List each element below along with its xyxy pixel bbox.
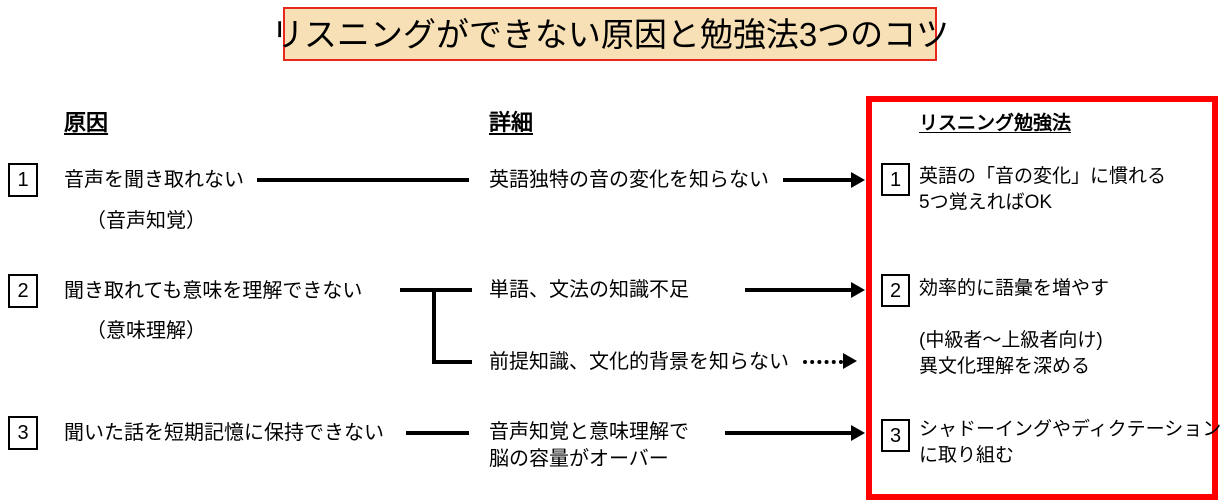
connector-bracket-top [400,288,436,292]
cause-text-3: 聞いた話を短期記憶に保持できない [64,422,384,444]
column-header-method: リスニング勉強法 [919,113,1072,134]
method-number-2: 2 [881,274,910,307]
connector-bracket-bottom [432,360,472,364]
method-line-2-1: 効率的に語彙を増やす [919,278,1110,299]
connector-bracket-top-right [436,288,472,292]
title-banner: リスニングができない原因と勉強法3つのコツ [271,7,949,61]
method-line-3-1: シャドーイングやディクテーション [919,419,1220,440]
cause-number-1: 1 [8,163,38,197]
cause-text-2: 聞き取れても意味を理解できない [64,280,363,302]
detail-text-2-2: 前提知識、文化的背景を知らない [489,351,789,373]
cause-text-1: 音声を聞き取れない [64,169,244,191]
method-line-1-2: 5つ覚えればOK [919,192,1053,213]
connector-bracket-vertical [432,288,436,364]
detail-text-3-1: 音声知覚と意味理解で [489,421,689,443]
arrow-head-detail3-method3 [851,425,865,441]
detail-text-2-1: 単語、文法の知識不足 [489,279,689,301]
arrow-line-detail1-method1 [783,178,851,182]
method-number-1: 1 [881,163,910,196]
method-line-1-1: 英語の「音の変化」に慣れる [919,166,1167,187]
arrow-head-detail1-method1 [851,172,865,188]
method-line-2-4: 異文化理解を深める [919,356,1091,377]
method-line-2-3: (中級者～上級者向け) [919,330,1103,351]
arrow-dotted-line-detail3-panel [803,360,843,364]
connector-line-cause1-detail1 [257,178,469,182]
cause-subtext-1: （音声知覚） [86,210,206,232]
connector-line-cause3-detail3b [406,431,469,435]
method-number-3: 3 [881,419,910,452]
detail-text-1-1: 英語独特の音の変化を知らない [489,169,769,191]
arrow-line-detail3-method3 [725,431,851,435]
arrow-head-detail2-method2 [851,282,865,298]
cause-number-2: 2 [8,274,38,308]
detail-text-3-2: 脳の容量がオーバー [489,448,669,470]
method-line-3-2: に取り組む [919,445,1015,466]
column-header-detail: 詳細 [489,110,534,135]
column-header-cause: 原因 [64,110,109,135]
arrow-line-detail2-method2 [745,288,851,292]
cause-subtext-2: （意味理解） [86,320,206,342]
page-title: リスニングができない原因と勉強法3つのコツ [270,15,950,53]
cause-number-3: 3 [8,416,38,450]
arrow-head-detail3-panel [843,353,857,369]
listening-method-panel [866,96,1218,500]
